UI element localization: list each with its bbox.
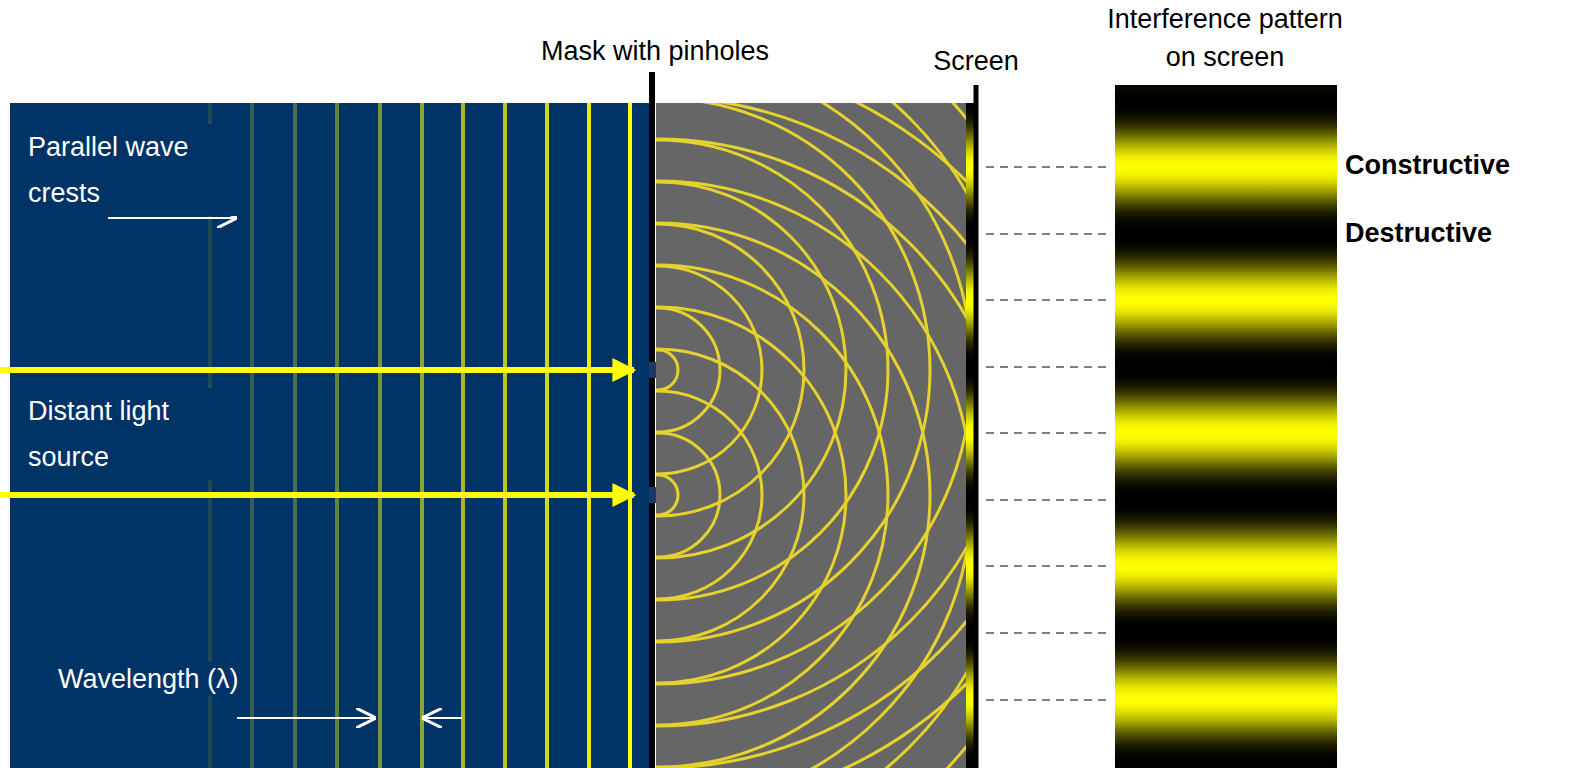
wavelength-arrow — [237, 717, 374, 719]
wavefront — [656, 349, 804, 641]
wavefront — [656, 391, 762, 599]
screen — [974, 85, 979, 768]
wave-crest — [545, 103, 549, 768]
wavefront — [656, 103, 970, 768]
guide-line — [986, 632, 1110, 634]
pinhole — [649, 362, 656, 378]
wave-crest — [293, 103, 297, 768]
wave-crests — [210, 103, 630, 768]
guide-line — [986, 499, 1110, 501]
incident-region — [10, 103, 653, 768]
text-label: Wavelength (λ) — [55, 662, 242, 696]
interference-pattern — [1115, 85, 1337, 768]
guide-line — [986, 432, 1110, 434]
text-label: Interference pattern on screen — [1100, 0, 1350, 76]
wavefront — [656, 350, 678, 390]
guide-line — [986, 233, 1110, 235]
wavefront — [656, 266, 762, 474]
wave-crest — [420, 103, 424, 768]
guide-line — [986, 166, 1110, 168]
wavefront — [656, 265, 888, 725]
wave-crest — [587, 103, 591, 768]
guide-line — [986, 565, 1110, 567]
wave-crest — [335, 103, 339, 768]
wavelength-arrow — [424, 717, 462, 719]
circular-wavefronts — [656, 103, 970, 768]
text-label: Screen — [906, 44, 1046, 78]
wavefront — [656, 308, 720, 432]
wavefront — [656, 224, 804, 516]
wave-crest — [503, 103, 507, 768]
wave-crest — [378, 103, 382, 768]
wavefront — [656, 103, 970, 684]
wavefront — [656, 140, 888, 600]
guide-line — [986, 699, 1110, 701]
wavefront — [656, 223, 930, 767]
text-label: Constructive — [1345, 148, 1565, 182]
wavefront — [656, 181, 970, 768]
text-label: Parallel wave crests — [25, 124, 236, 216]
text-label: Mask with pinholes — [525, 34, 785, 68]
guide-line — [986, 299, 1110, 301]
wave-crest — [461, 103, 465, 768]
wavefront — [656, 103, 970, 768]
wave-crest — [628, 103, 632, 768]
wavefront — [656, 475, 678, 515]
wavefront — [656, 307, 846, 683]
wave-crest — [250, 103, 254, 768]
pinhole — [649, 487, 656, 503]
guide-lines — [986, 167, 1110, 700]
mask — [649, 72, 655, 768]
screen-pattern — [966, 103, 974, 768]
direction-arrow — [108, 217, 235, 219]
text-label: Distant light source — [25, 388, 226, 480]
wavefront — [656, 433, 720, 557]
guide-line — [986, 366, 1110, 368]
text-label: Destructive — [1345, 216, 1565, 250]
wavefront — [656, 139, 970, 768]
light-ray-arrow — [0, 367, 634, 373]
wavefront — [656, 103, 970, 768]
wavefront — [656, 103, 970, 768]
light-ray-arrow — [0, 492, 634, 498]
